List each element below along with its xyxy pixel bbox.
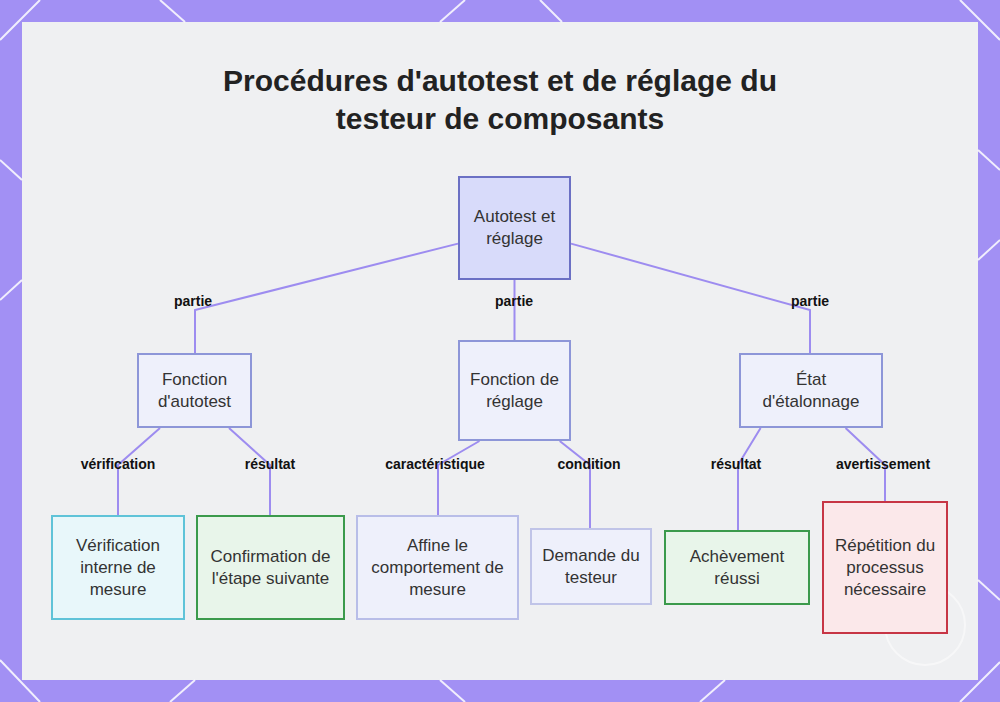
- edge-label: condition: [558, 456, 621, 472]
- edge-label: résultat: [245, 456, 296, 472]
- warning-box: Répétition du processus nécessaire: [822, 501, 948, 634]
- node-text: Confirmation de l'étape suivante: [204, 546, 337, 590]
- node-text: Autotest et réglage: [466, 206, 563, 250]
- node-text: Répétition du processus nécessaire: [830, 535, 940, 601]
- node-text: Fonction d'autotest: [145, 369, 244, 413]
- result-box: Achèvement réussi: [664, 530, 810, 605]
- diagram-title: Procédures d'autotest et de réglage du t…: [210, 62, 790, 138]
- detail-box: Affine le comportement de mesure: [356, 515, 519, 620]
- node-text: Affine le comportement de mesure: [364, 535, 511, 601]
- connector-line: [560, 441, 590, 528]
- edge-label: partie: [791, 293, 829, 309]
- connector-line: [195, 244, 458, 353]
- connector-line: [738, 428, 761, 530]
- edge-label: vérification: [81, 456, 156, 472]
- node-text: Achèvement réussi: [672, 546, 802, 590]
- node-text: État d'étalonnage: [747, 369, 875, 413]
- edge-label: avertissement: [836, 456, 930, 472]
- edge-label: caractéristique: [385, 456, 485, 472]
- edge-label: partie: [495, 293, 533, 309]
- connector-line: [571, 244, 810, 353]
- connector-line: [438, 441, 479, 515]
- root-box: Autotest et réglage: [458, 176, 571, 280]
- node-text: Vérification interne de mesure: [59, 535, 177, 601]
- edge-label: partie: [174, 293, 212, 309]
- result-box: Confirmation de l'étape suivante: [196, 515, 345, 620]
- category-box: État d'étalonnage: [739, 353, 883, 428]
- category-box: Fonction d'autotest: [137, 353, 252, 428]
- edge-label: résultat: [711, 456, 762, 472]
- detail-box: Demande du testeur: [530, 528, 652, 605]
- category-box: Fonction de réglage: [458, 340, 571, 441]
- detail-box: Vérification interne de mesure: [51, 515, 185, 620]
- node-text: Demande du testeur: [538, 545, 644, 589]
- node-text: Fonction de réglage: [466, 369, 563, 413]
- connector-line: [514, 280, 516, 340]
